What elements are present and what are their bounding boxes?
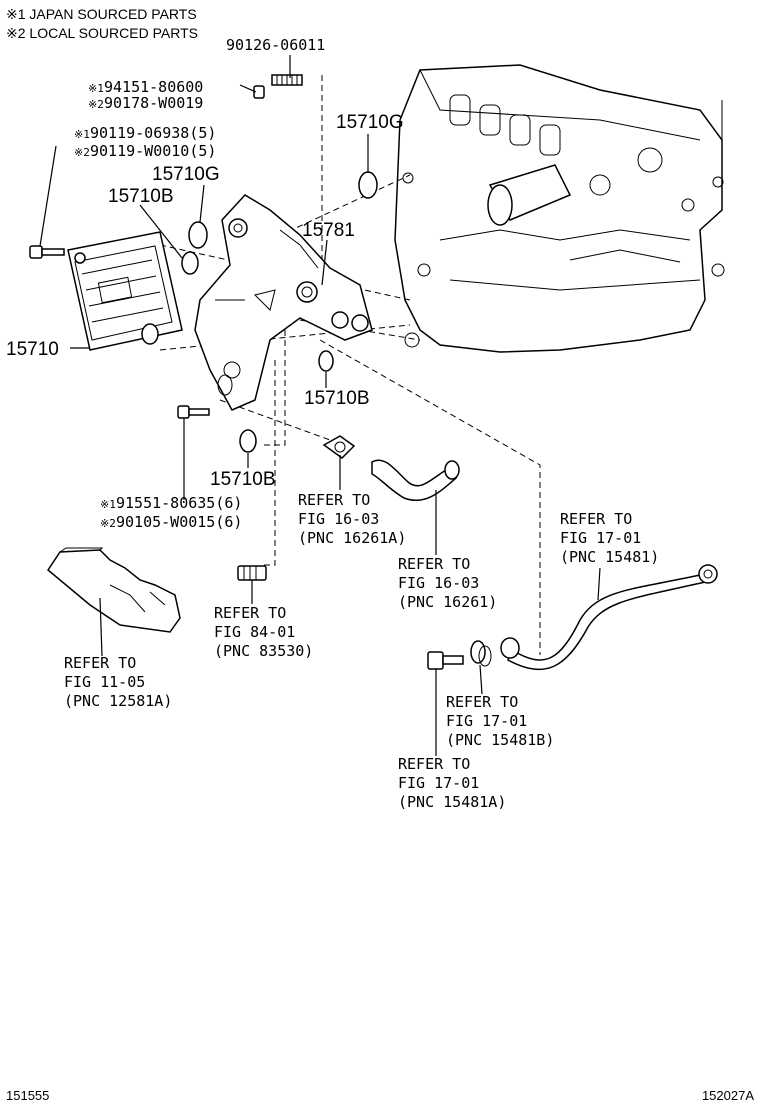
- label-91551-80635[interactable]: 91551-80635(6): [116, 494, 242, 512]
- gasket-15710b-right[interactable]: [318, 350, 334, 372]
- note-japan-sourced: ※1 JAPAN SOURCED PARTS: [6, 6, 197, 22]
- oil-cooler-cover[interactable]: [194, 194, 373, 411]
- timing-chain-guide[interactable]: [47, 547, 181, 633]
- engine-block-illustration: [394, 64, 725, 353]
- ref-line: FIG 11-05: [64, 673, 145, 691]
- union-gasket[interactable]: [470, 640, 492, 667]
- ref-line: (PNC 16261A): [298, 529, 406, 547]
- union-bolt-91551[interactable]: [177, 405, 210, 419]
- leader-12581a: [99, 597, 103, 657]
- label-90126-06011[interactable]: 90126-06011: [226, 36, 325, 54]
- ref-line: (PNC 15481A): [398, 793, 506, 811]
- ref-line: (PNC 12581A): [64, 692, 172, 710]
- label-90119-w0010[interactable]: 90119-W0010(5): [90, 142, 216, 160]
- marker-2: ※2: [100, 517, 116, 530]
- ref-16261[interactable]: REFER TO FIG 16-03 (PNC 16261): [398, 555, 497, 611]
- guide-line-sensor: [262, 360, 276, 566]
- ref-15481b[interactable]: REFER TO FIG 17-01 (PNC 15481B): [446, 693, 554, 749]
- marker-2: ※2: [88, 98, 104, 111]
- ref-line: REFER TO: [398, 755, 470, 773]
- marker-1: ※1: [88, 82, 104, 95]
- ref-line: (PNC 16261): [398, 593, 497, 611]
- label-15710b-lower[interactable]: 15710B: [210, 469, 276, 490]
- label-90178-w0019[interactable]: 90178-W0019: [104, 94, 203, 112]
- guide-line-plug: [262, 320, 286, 446]
- ref-line: FIG 84-01: [214, 623, 295, 641]
- gasket-15710b-lower[interactable]: [239, 429, 257, 453]
- label-15710b-upper[interactable]: 15710B: [108, 186, 174, 207]
- gasket-15710g-mid[interactable]: [188, 221, 208, 249]
- ref-line: FIG 17-01: [398, 774, 479, 792]
- leader-15481b: [479, 664, 483, 695]
- ref-line: FIG 17-01: [560, 529, 641, 547]
- footer-left-code: 151555: [6, 1088, 49, 1103]
- ref-line: (PNC 15481B): [446, 731, 554, 749]
- footer-right-code: 152027A: [702, 1088, 754, 1103]
- hose-clamp[interactable]: [322, 435, 356, 459]
- ref-line: REFER TO: [446, 693, 518, 711]
- ref-15481[interactable]: REFER TO FIG 17-01 (PNC 15481): [560, 510, 659, 566]
- label-94151-80600[interactable]: 94151-80600: [104, 78, 203, 96]
- water-hose[interactable]: [371, 459, 460, 502]
- ref-12581a[interactable]: REFER TO FIG 11-05 (PNC 12581A): [64, 654, 172, 710]
- oil-pipe[interactable]: [500, 564, 718, 671]
- guide-line-oil-pipe: [319, 339, 541, 655]
- ref-83530[interactable]: REFER TO FIG 84-01 (PNC 83530): [214, 604, 313, 660]
- leader-15710g-mid: [199, 184, 205, 223]
- label-15710b-right[interactable]: 15710B: [304, 388, 370, 409]
- note-local-sourced: ※2 LOCAL SOURCED PARTS: [6, 25, 198, 41]
- label-15781[interactable]: 15781: [302, 220, 355, 241]
- label-90105-w0015[interactable]: 90105-W0015(6): [116, 513, 242, 531]
- label-15710[interactable]: 15710: [6, 339, 59, 360]
- gasket-15710g-top[interactable]: [358, 171, 378, 199]
- marker-2: ※2: [74, 146, 90, 159]
- gasket-15710b-upper[interactable]: [181, 251, 199, 275]
- marker-1: ※1: [100, 498, 116, 511]
- ref-line: REFER TO: [398, 555, 470, 573]
- leader-94151: [239, 84, 257, 93]
- leader-90119: [39, 145, 57, 247]
- ref-line: (PNC 15481): [560, 548, 659, 566]
- ref-line: FIG 16-03: [298, 510, 379, 528]
- ref-line: REFER TO: [214, 604, 286, 622]
- ref-line: REFER TO: [560, 510, 632, 528]
- oil-pressure-sensor[interactable]: [237, 565, 267, 581]
- guide-line-cooler-top: [159, 244, 411, 301]
- ref-16261a[interactable]: REFER TO FIG 16-03 (PNC 16261A): [298, 491, 406, 547]
- union-bolt-15481a[interactable]: [427, 651, 464, 670]
- cooler-bolt[interactable]: [29, 245, 65, 259]
- leader-15710b-upper: [139, 204, 183, 259]
- leader-15781: [321, 239, 328, 286]
- ref-line: (PNC 83530): [214, 642, 313, 660]
- ref-line: FIG 17-01: [446, 712, 527, 730]
- ref-line: FIG 16-03: [398, 574, 479, 592]
- ref-line: REFER TO: [298, 491, 370, 509]
- ref-15481a[interactable]: REFER TO FIG 17-01 (PNC 15481A): [398, 755, 506, 811]
- oil-cooler-15710[interactable]: [67, 231, 183, 351]
- leader-15481: [597, 567, 601, 601]
- label-15710g-mid[interactable]: 15710G: [152, 164, 220, 185]
- label-15710g-top[interactable]: 15710G: [336, 112, 404, 133]
- label-90119-06938[interactable]: 90119-06938(5): [90, 124, 216, 142]
- ref-line: REFER TO: [64, 654, 136, 672]
- stud-bolt[interactable]: [253, 74, 303, 99]
- marker-1: ※1: [74, 128, 90, 141]
